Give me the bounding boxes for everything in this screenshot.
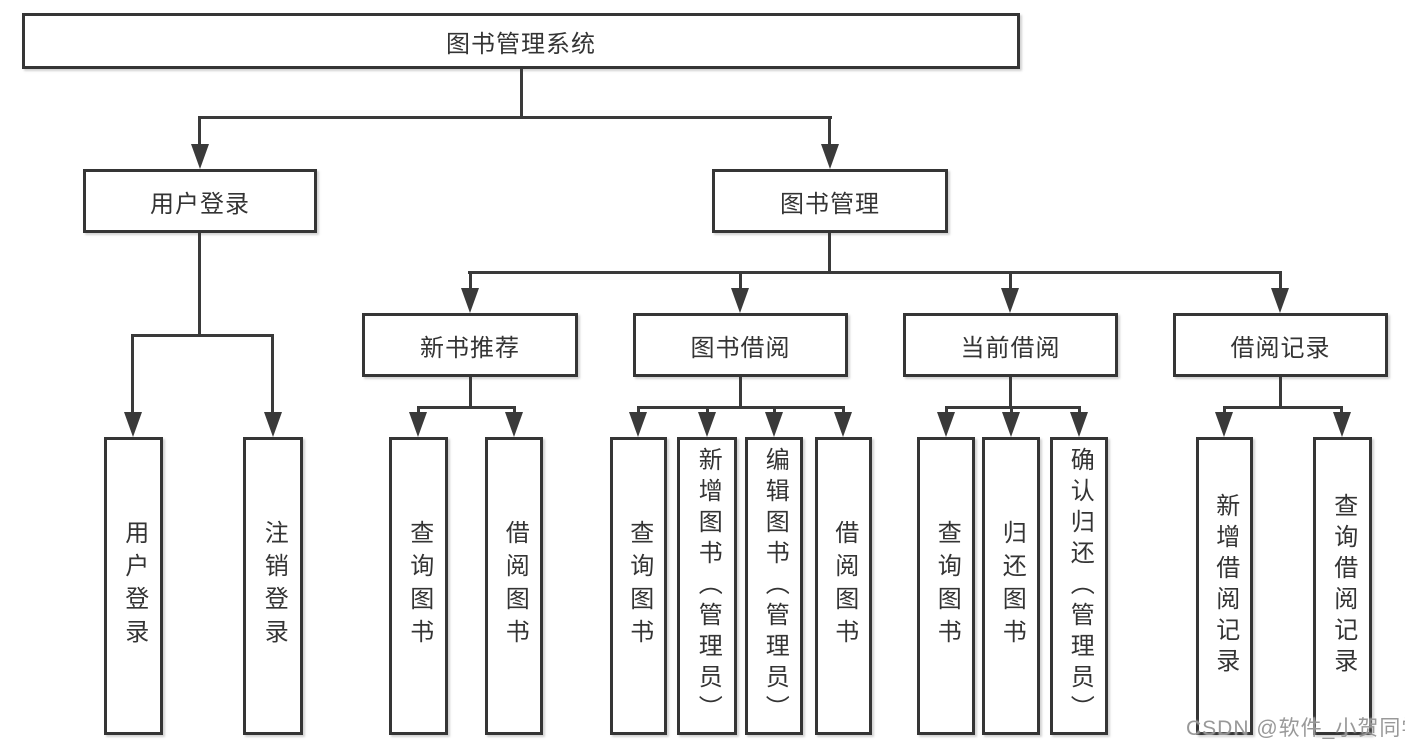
node-book-mgmt: 图书管理 (712, 169, 948, 233)
arrowhead-ul-leaf-2-icon (264, 412, 282, 437)
leaf-query-books-borrow-label: 查询图书 (625, 520, 653, 652)
connector-bm-drop-1 (469, 271, 472, 290)
connector-bb-hbar (637, 406, 845, 409)
leaf-confirm-return-admin: 确认归还（管理员） (1050, 437, 1108, 735)
node-current-borrow-label: 当前借阅 (960, 334, 1061, 362)
leaf-borrow-books-rec-label: 借阅图书 (501, 520, 529, 652)
connector-br-drop-1 (1223, 406, 1226, 413)
connector-root-stem (520, 69, 523, 118)
connector-bb-drop-1 (637, 406, 640, 413)
arrowhead-bb-leaf-2-icon (698, 412, 716, 437)
leaf-query-books-current-label: 查询图书 (933, 520, 961, 652)
connector-ul-stem (198, 233, 201, 336)
arrowhead-book-borrow-icon (731, 288, 749, 313)
leaf-add-borrow-record: 新增借阅记录 (1196, 437, 1253, 735)
connector-bb-drop-2 (706, 406, 709, 413)
node-user-login-label: 用户登录 (150, 190, 250, 218)
node-new-book-rec: 新书推荐 (362, 313, 578, 377)
leaf-add-book-admin-label: 新增图书（管理员） (694, 446, 722, 726)
arrowhead-bb-leaf-4-icon (834, 412, 852, 437)
arrowhead-current-borrow-icon (1001, 288, 1019, 313)
leaf-return-book-label: 归还图书 (998, 520, 1026, 652)
leaf-borrow-books-rec: 借阅图书 (485, 437, 543, 735)
leaf-add-borrow-record-label: 新增借阅记录 (1211, 493, 1239, 679)
connector-bm-stem (828, 233, 831, 274)
leaf-edit-book-admin-label: 编辑图书（管理员） (761, 446, 789, 726)
arrowhead-cb-leaf-3-icon (1070, 412, 1088, 437)
leaf-query-books-rec: 查询图书 (389, 437, 448, 735)
arrowhead-bb-leaf-1-icon (629, 412, 647, 437)
connector-cb-drop-3 (1078, 406, 1081, 413)
connector-nb-drop-1 (417, 406, 420, 413)
connector-bm-drop-4 (1279, 271, 1282, 290)
connector-bm-hbar (468, 271, 1282, 274)
node-book-borrow-label: 图书借阅 (690, 334, 791, 362)
arrowhead-cb-leaf-1-icon (937, 412, 955, 437)
connector-root-right-drop (828, 116, 831, 146)
leaf-logout-label: 注销登录 (260, 520, 288, 652)
connector-ul-hbar (131, 334, 274, 337)
node-user-login: 用户登录 (83, 169, 317, 233)
connector-ul-drop-2 (271, 334, 274, 414)
node-borrow-record: 借阅记录 (1173, 313, 1388, 377)
leaf-borrow-books-borrow: 借阅图书 (815, 437, 872, 735)
arrowhead-ul-leaf-1-icon (124, 412, 142, 437)
leaf-query-books-current: 查询图书 (917, 437, 975, 735)
connector-bb-drop-4 (842, 406, 845, 413)
connector-nb-drop-2 (513, 406, 516, 413)
arrowhead-user-login-icon (191, 144, 209, 169)
arrowhead-book-mgmt-icon (821, 144, 839, 169)
arrowhead-br-leaf-2-icon (1333, 412, 1351, 437)
connector-cb-stem (1009, 377, 1012, 408)
arrowhead-cb-leaf-2-icon (1002, 412, 1020, 437)
node-book-borrow: 图书借阅 (633, 313, 848, 377)
arrowhead-nb-leaf-2-icon (505, 412, 523, 437)
leaf-confirm-return-admin-label: 确认归还（管理员） (1066, 446, 1094, 726)
arrowhead-borrow-record-icon (1271, 288, 1289, 313)
leaf-logout: 注销登录 (243, 437, 303, 735)
connector-root-left-drop (198, 116, 201, 146)
leaf-query-borrow-record-label: 查询借阅记录 (1329, 493, 1357, 679)
node-root: 图书管理系统 (22, 13, 1020, 69)
leaf-query-books-rec-label: 查询图书 (405, 520, 433, 652)
connector-bm-drop-3 (1009, 271, 1012, 290)
node-new-book-rec-label: 新书推荐 (420, 334, 520, 362)
connector-nb-hbar (417, 406, 516, 409)
connector-cb-drop-1 (945, 406, 948, 413)
leaf-borrow-books-borrow-label: 借阅图书 (830, 520, 858, 652)
connector-root-hbar (198, 116, 832, 119)
connector-bm-drop-2 (739, 271, 742, 290)
csdn-watermark: CSDN @软件_小贺同学 (1186, 717, 1405, 740)
connector-bb-drop-3 (773, 406, 776, 413)
connector-ul-drop-1 (131, 334, 134, 414)
node-root-label: 图书管理系统 (446, 30, 596, 58)
arrowhead-br-leaf-1-icon (1215, 412, 1233, 437)
leaf-user-login: 用户登录 (104, 437, 163, 735)
node-book-mgmt-label: 图书管理 (780, 190, 880, 218)
connector-bb-stem (739, 377, 742, 408)
leaf-query-borrow-record: 查询借阅记录 (1313, 437, 1372, 735)
leaf-add-book-admin: 新增图书（管理员） (677, 437, 737, 735)
leaf-query-books-borrow: 查询图书 (610, 437, 667, 735)
leaf-user-login-label: 用户登录 (120, 520, 148, 652)
arrowhead-new-book-rec-icon (461, 288, 479, 313)
arrowhead-nb-leaf-1-icon (409, 412, 427, 437)
connector-cb-drop-2 (1010, 406, 1013, 413)
connector-nb-stem (469, 377, 472, 408)
node-borrow-record-label: 借阅记录 (1230, 334, 1331, 362)
leaf-return-book: 归还图书 (982, 437, 1040, 735)
connector-br-stem (1279, 377, 1282, 408)
connector-br-hbar (1223, 406, 1343, 409)
connector-br-drop-2 (1340, 406, 1343, 413)
leaf-edit-book-admin: 编辑图书（管理员） (745, 437, 803, 735)
arrowhead-bb-leaf-3-icon (765, 412, 783, 437)
node-current-borrow: 当前借阅 (903, 313, 1118, 377)
